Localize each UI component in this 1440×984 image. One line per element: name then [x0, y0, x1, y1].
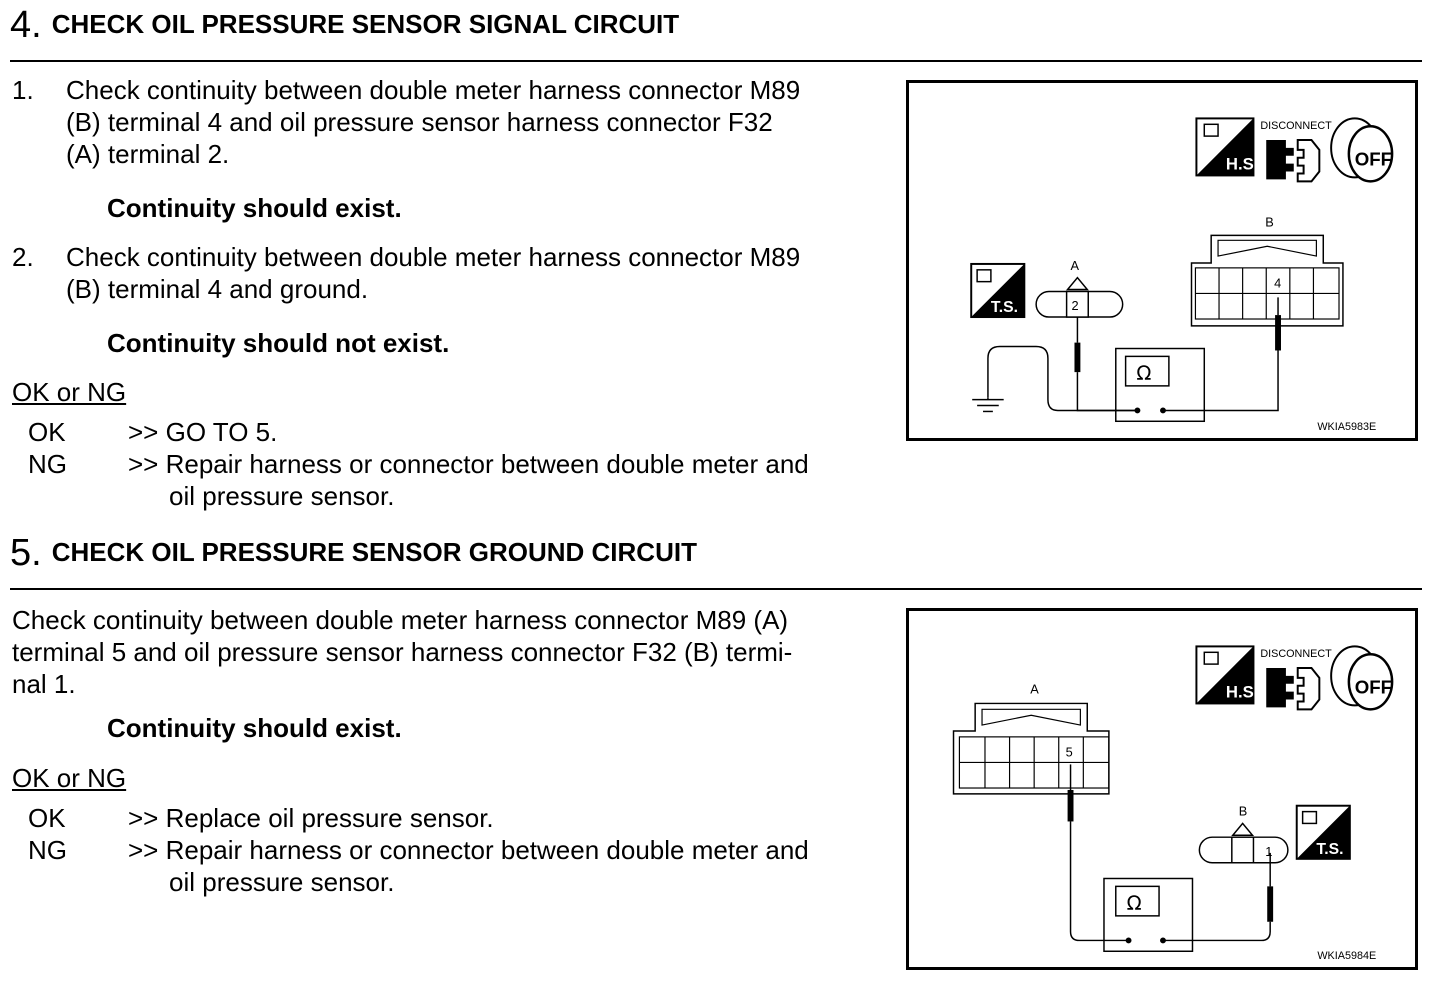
connector-a-terminal: 5: [1066, 745, 1073, 760]
step5-ng-label: NG: [28, 835, 67, 865]
ts-label: T.S.: [1316, 841, 1343, 858]
figure-code: WKIA5984E: [1317, 950, 1376, 962]
ohm-symbol: Ω: [1136, 362, 1151, 385]
step4-item2-number: 2.: [12, 242, 34, 272]
step4-item1-line1: Check continuity between double meter ha…: [66, 75, 801, 105]
step5-line2: terminal 5 and oil pressure sensor harne…: [12, 637, 793, 667]
hs-label: H.S.: [1226, 155, 1259, 174]
connector-b-terminal: 4: [1274, 276, 1281, 291]
connector-a-terminal: 2: [1072, 298, 1079, 313]
step4-header: 4. CHECK OIL PRESSURE SENSOR SIGNAL CIRCU…: [10, 4, 1422, 62]
step4-item1-line2: (B) terminal 4 and oil pressure sensor h…: [66, 107, 773, 137]
step4-ng-label: NG: [28, 449, 67, 479]
connector-b: 4: [1190, 234, 1344, 327]
step5-result: Continuity should exist.: [107, 713, 402, 743]
connector-b: 1: [1198, 822, 1289, 864]
connector-a-label: A: [1071, 258, 1080, 273]
hs-icon: H.S.: [1195, 645, 1259, 705]
connector-disconnect-icon: [1266, 667, 1321, 711]
step4-figure: H.S. DISCONNECT OFF T.S. A 2 B: [906, 80, 1418, 441]
step5-header: 5. CHECK OIL PRESSURE SENSOR GROUND CIRCU…: [10, 532, 1422, 590]
step4-ok-or-ng: OK or NG: [12, 377, 127, 407]
connector-b-terminal: 1: [1265, 844, 1272, 859]
hs-icon: H.S.: [1195, 117, 1259, 177]
ts-icon: T.S.: [970, 262, 1026, 319]
step5-figure: H.S. DISCONNECT OFF A 5: [906, 608, 1418, 970]
step4-item1-number: 1.: [12, 75, 34, 105]
step5-number: 5.: [10, 532, 42, 574]
step5-ok-or-ng: OK or NG: [12, 763, 127, 793]
step5-ng-action-line1: >> Repair harness or connector between d…: [128, 835, 809, 865]
step4-diagram: H.S. DISCONNECT OFF T.S. A 2 B: [970, 117, 1394, 433]
step4-item2-line1: Check continuity between double meter ha…: [66, 242, 801, 272]
step4-ok-action: >> GO TO 5.: [128, 417, 278, 447]
step4-ng-action-line2: oil pressure sensor.: [169, 481, 395, 511]
ohmmeter: Ω: [1115, 347, 1206, 423]
connector-a: 5: [952, 702, 1110, 795]
step4-item2-line2: (B) terminal 4 and ground.: [66, 274, 369, 304]
step5-ok-action: >> Replace oil pressure sensor.: [128, 803, 494, 833]
connector-b-label: B: [1239, 804, 1248, 819]
connector-disconnect-icon: [1266, 139, 1321, 183]
step4-item1-result: Continuity should exist.: [107, 193, 402, 223]
connector-a-label: A: [1030, 682, 1039, 697]
ts-icon: T.S.: [1295, 804, 1351, 860]
ignition-off-icon: OFF: [1330, 117, 1394, 183]
step4-ng-action-line1: >> Repair harness or connector between d…: [128, 449, 809, 479]
step4-item2-result: Continuity should not exist.: [107, 328, 450, 358]
ohm-symbol: Ω: [1127, 892, 1142, 915]
step5-title: CHECK OIL PRESSURE SENSOR GROUND CIRCUIT: [51, 537, 697, 567]
hs-label: H.S.: [1226, 683, 1259, 702]
ignition-off-icon: OFF: [1330, 645, 1394, 711]
step5-line3: nal 1.: [12, 669, 76, 699]
connector-b-label: B: [1265, 215, 1274, 230]
off-label: OFF: [1355, 149, 1392, 170]
step4-ok-label: OK: [28, 417, 66, 447]
step5-ok-label: OK: [28, 803, 66, 833]
step5-diagram: H.S. DISCONNECT OFF A 5: [952, 645, 1394, 962]
step5-ng-action-line2: oil pressure sensor.: [169, 867, 395, 897]
ohmmeter: Ω: [1103, 877, 1194, 953]
step4-item1-line3: (A) terminal 2.: [66, 139, 230, 169]
figure-code: WKIA5983E: [1317, 421, 1376, 433]
step4-title: CHECK OIL PRESSURE SENSOR SIGNAL CIRCUIT: [51, 9, 680, 39]
ground-symbol: [972, 397, 1004, 413]
ts-label: T.S.: [991, 299, 1018, 316]
disconnect-label: DISCONNECT: [1260, 648, 1332, 660]
step5-line1: Check continuity between double meter ha…: [12, 605, 789, 635]
disconnect-label: DISCONNECT: [1260, 120, 1332, 132]
off-label: OFF: [1355, 677, 1392, 698]
step4-number: 4.: [10, 4, 42, 46]
connector-a: 2: [1035, 276, 1124, 318]
